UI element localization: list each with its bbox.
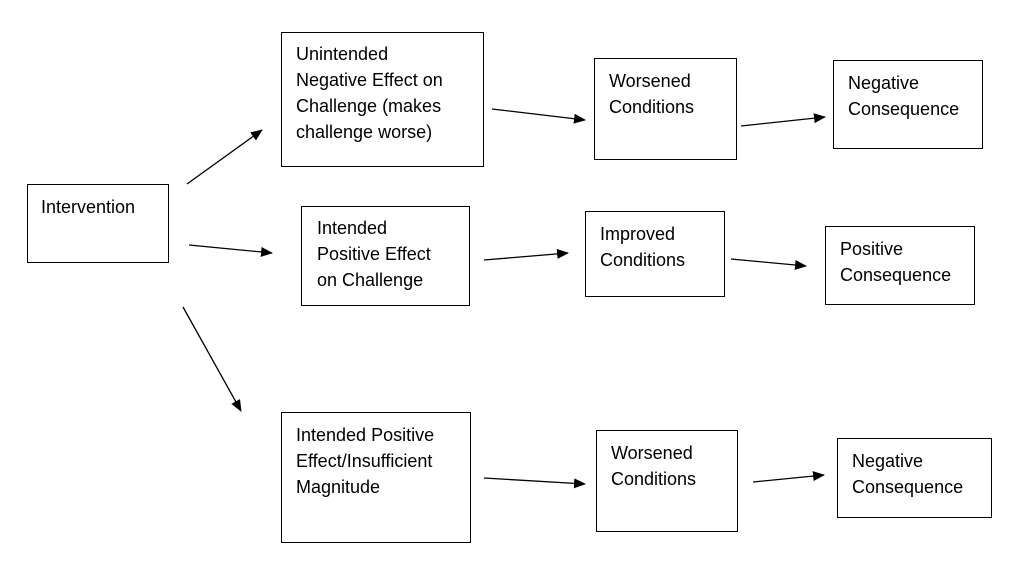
node-worsened-conditions-2: Worsened Conditions — [596, 430, 738, 532]
node-intervention: Intervention — [27, 184, 169, 263]
arrow-worsened-2-to-negative-2 — [752, 471, 825, 483]
node-unintended-negative-effect: Unintended Negative Effect on Challenge … — [281, 32, 484, 167]
node-insufficient-magnitude-label: Intended Positive Effect/Insufficient Ma… — [296, 425, 435, 497]
node-negative-consequence-2-label: Negative Consequence — [852, 451, 964, 497]
arrow-intended-positive-to-improved — [483, 248, 569, 261]
node-unintended-negative-effect-label: Unintended Negative Effect on Challenge … — [296, 44, 443, 142]
node-negative-consequence-1-label: Negative Consequence — [848, 73, 960, 119]
node-intended-positive-effect: Intended Positive Effect on Challenge — [301, 206, 470, 306]
node-worsened-conditions-2-label: Worsened Conditions — [611, 443, 697, 489]
node-insufficient-magnitude: Intended Positive Effect/Insufficient Ma… — [281, 412, 471, 543]
node-improved-conditions: Improved Conditions — [585, 211, 725, 297]
node-intervention-label: Intervention — [41, 197, 136, 217]
node-improved-conditions-label: Improved Conditions — [600, 224, 686, 270]
arrow-intervention-to-intended-positive — [188, 244, 273, 257]
node-positive-consequence-label: Positive Consequence — [840, 239, 952, 285]
arrow-insufficient-to-worsened-2 — [483, 477, 586, 489]
node-negative-consequence-2: Negative Consequence — [837, 438, 992, 518]
node-negative-consequence-1: Negative Consequence — [833, 60, 983, 149]
node-intended-positive-effect-label: Intended Positive Effect on Challenge — [317, 218, 431, 290]
node-worsened-conditions-1-label: Worsened Conditions — [609, 71, 695, 117]
node-positive-consequence: Positive Consequence — [825, 226, 975, 305]
arrow-unintended-to-worsened-1 — [491, 108, 586, 124]
arrow-intervention-to-unintended-negative — [186, 129, 263, 185]
node-worsened-conditions-1: Worsened Conditions — [594, 58, 737, 160]
arrow-improved-to-positive — [730, 258, 807, 270]
arrow-worsened-1-to-negative-1 — [740, 113, 826, 127]
arrow-intervention-to-insufficient-magnitude — [182, 306, 242, 412]
